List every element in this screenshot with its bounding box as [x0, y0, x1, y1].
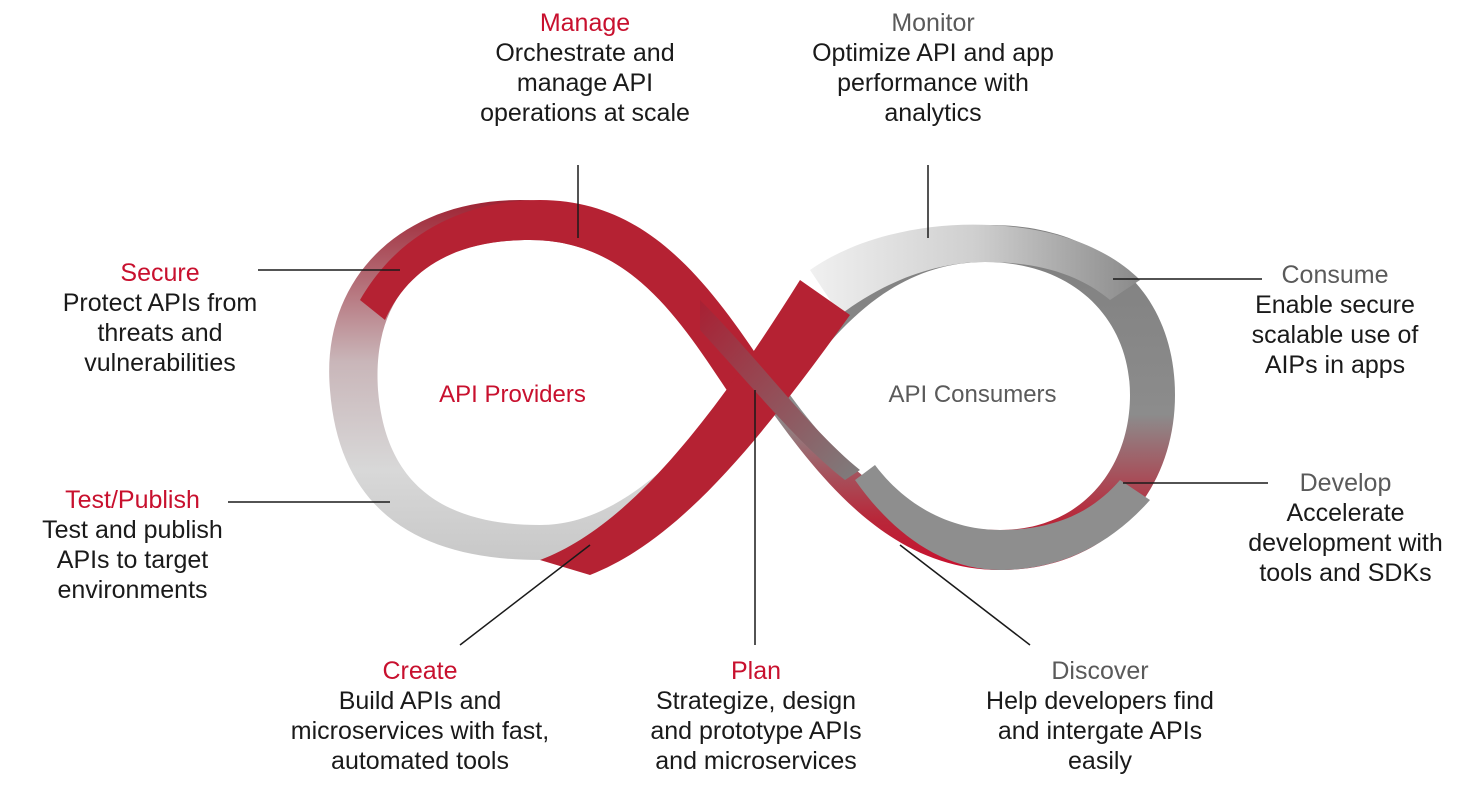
api-consumers-label: API Consumers	[888, 381, 1057, 408]
develop-description: Accelerate development with tools and SD…	[1248, 499, 1443, 587]
create-leader-line	[459, 544, 591, 646]
create-description: Build APIs and microservices with fast, …	[290, 687, 550, 775]
secure-title: Secure	[120, 259, 200, 287]
secure-stage: Secure Protect APIs from threats and vul…	[20, 258, 300, 378]
develop-stage: Develop Accelerate development with tool…	[1218, 468, 1473, 588]
discover-title: Discover	[1051, 657, 1149, 685]
create-stage: Create Build APIs and microservices with…	[270, 656, 570, 776]
plan-description: Strategize, design and prototype APIs an…	[650, 687, 862, 775]
test-publish-description: Test and publish APIs to target environm…	[42, 516, 223, 604]
develop-title: Develop	[1299, 469, 1392, 497]
manage-stage: Manage Orchestrate and manage API operat…	[460, 8, 710, 128]
consume-title: Consume	[1281, 261, 1389, 289]
discover-leader-line	[899, 544, 1031, 646]
manage-title: Manage	[539, 9, 631, 37]
api-providers-label: API Providers	[439, 381, 586, 408]
monitor-stage: Monitor Optimize API and app performance…	[768, 8, 1098, 128]
test-publish-title: Test/Publish	[65, 486, 200, 514]
right-top-light-band	[810, 224, 1140, 315]
consume-stage: Consume Enable secure scalable use of AI…	[1210, 260, 1460, 380]
crossing-gray-ribbon	[700, 300, 860, 480]
monitor-description: Optimize API and app performance with an…	[812, 39, 1054, 127]
discover-stage: Discover Help developers find and interg…	[940, 656, 1260, 776]
discover-description: Help developers find and intergate APIs …	[986, 687, 1214, 775]
manage-description: Orchestrate and manage API operations at…	[480, 39, 690, 127]
right-bottom-gray-band	[855, 465, 1150, 570]
create-title: Create	[382, 657, 458, 685]
test-publish-stage: Test/Publish Test and publish APIs to ta…	[5, 485, 260, 605]
plan-title: Plan	[730, 657, 782, 685]
crossing-red-ribbon	[540, 280, 850, 575]
plan-stage: Plan Strategize, design and prototype AP…	[606, 656, 906, 776]
secure-description: Protect APIs from threats and vulnerabil…	[62, 289, 258, 377]
monitor-title: Monitor	[891, 9, 975, 37]
left-top-red-band	[360, 200, 760, 395]
consume-description: Enable secure scalable use of AIPs in ap…	[1251, 291, 1419, 379]
